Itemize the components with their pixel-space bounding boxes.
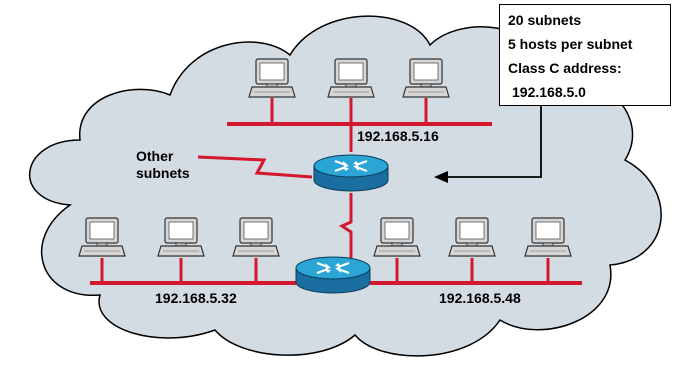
info-line-class: Class C address: <box>508 60 622 76</box>
workstation-icon <box>248 58 296 98</box>
workstation-icon <box>448 217 496 257</box>
info-line-address: 192.168.5.0 <box>512 84 586 100</box>
segment-bottom <box>90 258 582 285</box>
pointer-arrow <box>434 106 542 183</box>
info-box: 20 subnets 5 hosts per subnet Class C ad… <box>499 4 671 106</box>
workstation-icon <box>373 217 421 257</box>
other-subnets-label-line2: subnets <box>136 165 190 181</box>
workstation-icon <box>78 217 126 257</box>
workstation-icon <box>524 217 572 257</box>
network-label-left: 192.168.5.32 <box>155 290 237 306</box>
segment-top <box>227 98 492 152</box>
workstation-icon <box>157 217 205 257</box>
workstation-icon <box>232 217 280 257</box>
router-icon <box>295 256 371 294</box>
info-line-subnets: 20 subnets <box>508 12 582 28</box>
other-subnets-label-line1: Other <box>136 148 174 164</box>
info-line-hosts: 5 hosts per subnet <box>508 36 633 52</box>
serial-links <box>197 155 353 258</box>
network-label-top: 192.168.5.16 <box>357 128 439 144</box>
network-label-right: 192.168.5.48 <box>439 290 521 306</box>
workstation-icon <box>327 58 375 98</box>
workstation-icon <box>402 58 450 98</box>
router-icon <box>313 154 389 192</box>
